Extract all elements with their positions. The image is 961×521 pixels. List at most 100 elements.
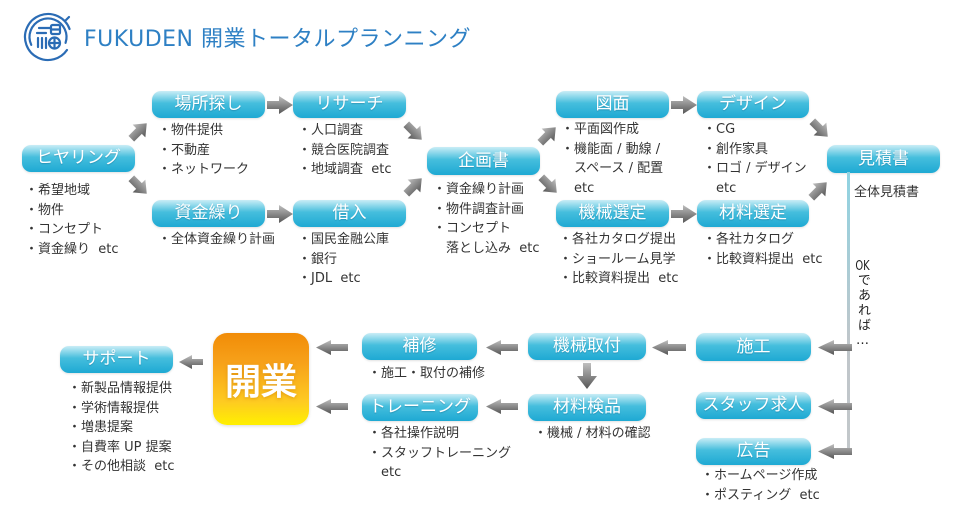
bullet-item: ・競合医院調査: [298, 142, 390, 158]
bullet-item: ・学術情報提供: [68, 400, 160, 416]
bullet-item: ・その他相談 etc: [68, 459, 175, 474]
ok-rest-text: であれば…: [855, 273, 870, 350]
bullet-item: etc: [703, 180, 737, 196]
proposal-bullets: ・資金繰り計画・物件調査計画・コンセプト 落とし込み etc: [433, 180, 540, 258]
material-select-bullets: ・各社カタログ・比較資料提出 etc: [703, 230, 823, 269]
funding-bullets: ・全体資金繰り計画: [158, 230, 275, 250]
bullet-item: ・比較資料提出 etc: [559, 271, 679, 286]
bullet-item: ・比較資料提出 etc: [703, 251, 823, 267]
inspection-bullets: ・機械 / 材料の確認: [534, 424, 651, 444]
bullet-item: ・JDL etc: [298, 271, 361, 286]
arrow-research-to-proposal-icon: [403, 121, 422, 140]
node-estimate: 見積書: [827, 145, 940, 173]
ad-bullets: ・ホームページ作成・ポスティング etc: [701, 466, 820, 505]
bullet-item: ・平面図作成: [561, 122, 640, 137]
node-loan: 借入: [293, 200, 406, 227]
arrow-machine-to-material-select-icon: [671, 205, 697, 223]
bullet-item: ・新製品情報提供: [68, 381, 173, 396]
bullet-item: ・物件: [25, 202, 65, 218]
bullet-item: ・創作家具: [703, 141, 769, 157]
bullet-item: ・ホームページ作成: [701, 468, 818, 483]
design-bullets: ・CG ・創作家具・ロゴ / デザイン etc: [703, 120, 807, 198]
hearing-bullets: ・希望地域・物件・コンセプト・資金繰り etc: [25, 181, 119, 259]
node-design: デザイン: [697, 91, 809, 118]
bullet-item: ・ショールーム見学: [559, 251, 676, 267]
estimate-note: 全体見積書: [854, 185, 920, 200]
arrow-proposal-to-drawing-icon: [537, 127, 556, 146]
bullet-item: ・資金繰り計画: [433, 182, 525, 197]
bullet-item: 落とし込み etc: [433, 240, 540, 256]
node-funding: 資金繰り: [152, 200, 265, 227]
node-recruit: スタッフ求人: [696, 392, 811, 419]
node-place-search: 場所探し: [152, 91, 265, 118]
drawing-bullets: ・平面図作成・機能面 / 動線 / スペース / 配置 etc: [561, 120, 663, 198]
bullet-item: ・スタッフトレーニング: [368, 445, 512, 461]
bullet-item: ・各社カタログ提出: [559, 232, 677, 247]
estimate-flow-line: [847, 172, 850, 454]
node-opening: 開業: [213, 333, 309, 425]
arrow-design-to-estimate-icon: [809, 118, 828, 137]
bullet-item: ・ロゴ / デザイン: [703, 161, 807, 176]
bullet-item: ・機械 / 材料の確認: [534, 426, 651, 441]
bullet-item: ・CG: [703, 122, 736, 137]
node-material-select: 材料選定: [697, 200, 809, 227]
node-research: リサーチ: [293, 91, 406, 118]
node-training: トレーニング: [362, 394, 478, 421]
bullet-item: ・ポスティング etc: [701, 487, 820, 503]
arrow-line-to-construction-icon: [818, 340, 852, 355]
bullet-item: ・物件調査計画: [433, 201, 525, 217]
arrow-install-to-inspection-icon: [577, 363, 597, 389]
bullet-item: ・各社カタログ: [703, 232, 795, 247]
arrow-construction-to-install-icon: [652, 340, 686, 355]
arrow-line-to-recruit-icon: [818, 399, 852, 414]
bullet-item: ・人口調査: [298, 123, 364, 138]
arrow-hearing-to-funding-icon: [128, 175, 147, 194]
bullet-item: ・機能面 / 動線 /: [561, 141, 661, 157]
bullet-item: ・各社操作説明: [368, 426, 460, 441]
arrow-proposal-to-machine-select-icon: [538, 174, 557, 193]
header: FUKUDEN 開業トータルプランニング: [22, 11, 471, 63]
machine-select-bullets: ・各社カタログ提出・ショールーム見学・比較資料提出 etc: [559, 230, 679, 289]
arrow-funding-to-loan-icon: [267, 205, 293, 223]
arrow-hearing-to-place-icon: [128, 123, 147, 142]
bullet-item: ・資金繰り etc: [25, 241, 119, 257]
bullet-item: ・コンセプト: [433, 221, 512, 236]
node-construction: 施工: [696, 333, 811, 361]
arrow-training-to-opening-icon: [316, 399, 348, 414]
loan-bullets: ・国民金融公庫・銀行・JDL etc: [298, 230, 389, 289]
arrow-repair-to-opening-icon: [316, 340, 348, 355]
node-proposal: 企画書: [427, 147, 540, 175]
arrow-place-to-research-icon: [267, 96, 293, 114]
node-support: サポート: [60, 346, 173, 373]
node-repair: 補修: [362, 333, 477, 360]
ok-note: OKであれば…: [853, 260, 872, 350]
bullet-item: etc: [561, 180, 595, 196]
arrow-install-to-repair-icon: [486, 340, 518, 355]
bullet-item: ・物件提供: [158, 123, 224, 138]
bullet-item: ・希望地域: [25, 183, 91, 198]
bullet-item: ・地域調査 etc: [298, 162, 392, 177]
page-title: FUKUDEN 開業トータルプランニング: [84, 27, 471, 52]
arrow-loan-to-proposal-icon: [403, 178, 422, 197]
bullet-item: ・銀行: [298, 251, 338, 267]
node-drawing: 図面: [556, 91, 669, 118]
bullet-item: ・施工・取付の補修: [368, 366, 486, 381]
fukuden-logo-icon: [23, 12, 73, 62]
bullet-item: etc: [368, 465, 402, 480]
bullet-item: ・全体資金繰り計画: [158, 232, 276, 247]
arrow-line-to-ad-icon: [818, 444, 852, 459]
node-ad: 広告: [696, 438, 811, 465]
ok-text: OK: [855, 260, 870, 273]
node-install: 機械取付: [528, 333, 646, 360]
support-bullets: ・新製品情報提供・学術情報提供・増患提案・自費率 UP 提案・その他相談 etc: [68, 379, 175, 477]
node-hearing: ヒヤリング: [22, 145, 135, 172]
place-search-bullets: ・物件提供・不動産・ネットワーク: [158, 121, 249, 180]
bullet-item: ・増患提案: [68, 420, 134, 435]
bullet-item: ・不動産: [158, 142, 211, 158]
bullet-item: ・ネットワーク: [158, 162, 250, 177]
repair-bullets: ・施工・取付の補修: [368, 364, 485, 384]
research-bullets: ・人口調査・競合医院調査・地域調査 etc: [298, 121, 392, 180]
bullet-item: ・国民金融公庫: [298, 232, 390, 247]
bullet-item: スペース / 配置: [561, 161, 664, 176]
